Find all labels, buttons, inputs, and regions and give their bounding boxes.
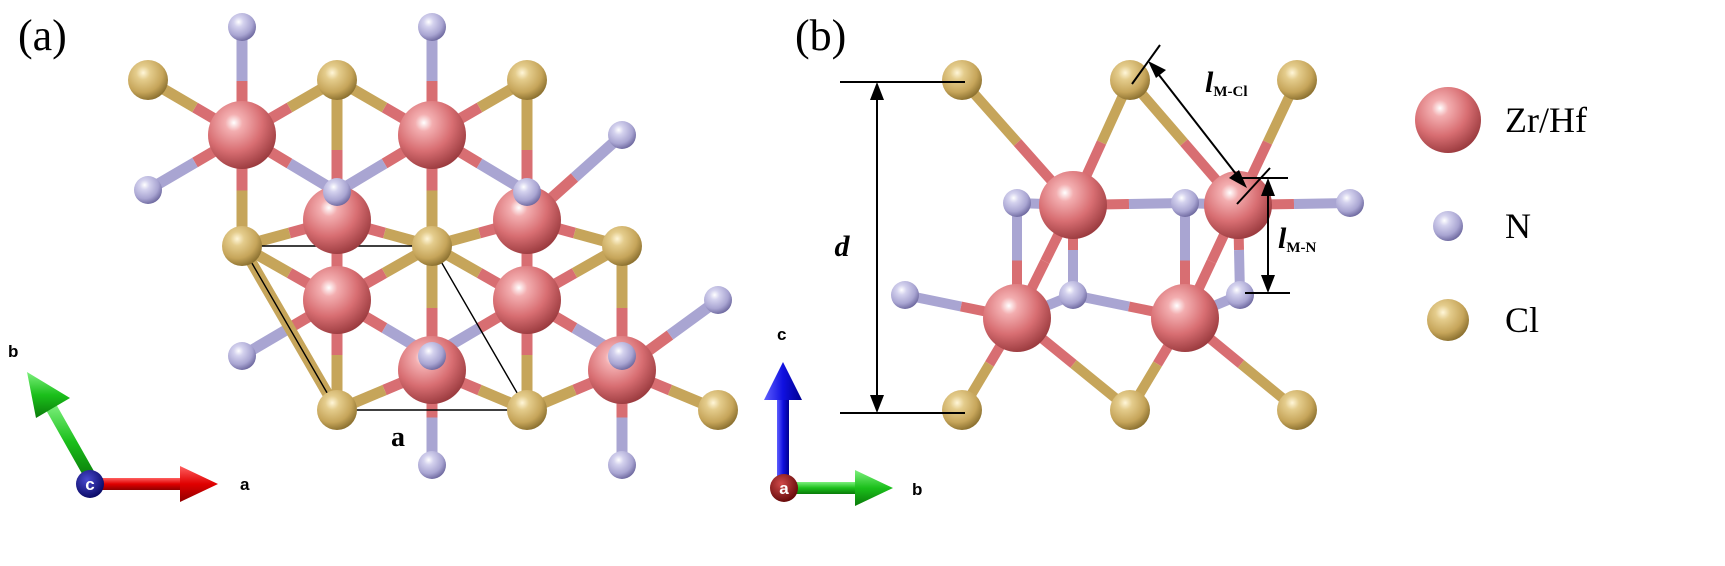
nitrogen-atom — [418, 13, 446, 41]
chlorine-atom — [222, 226, 262, 266]
bond-length-mn-label: lM-N — [1278, 222, 1316, 256]
chlorine-atom — [128, 60, 168, 100]
bond-length-mcl-label: lM-Cl — [1205, 66, 1248, 100]
legend-swatch-chlorine — [1427, 299, 1469, 341]
chlorine-atom — [1110, 60, 1150, 100]
thickness-label: d — [835, 230, 851, 263]
chlorine-atom — [1277, 60, 1317, 100]
legend: Zr/Hf N Cl — [1415, 87, 1587, 341]
legend-swatch-nitrogen — [1433, 211, 1463, 241]
legend-label-metal: Zr/Hf — [1505, 100, 1587, 140]
nitrogen-atom — [323, 178, 351, 206]
metal-atom — [303, 186, 371, 254]
metal-atom — [1204, 171, 1272, 239]
nitrogen-atom — [1003, 189, 1031, 217]
nitrogen-atom — [608, 342, 636, 370]
metal-atom — [1151, 284, 1219, 352]
axis-label-a-center: a — [779, 479, 789, 498]
axis-label-a: a — [240, 475, 250, 494]
axis-label-b: b — [8, 342, 18, 361]
axis-label-b2: b — [912, 480, 922, 499]
nitrogen-atom — [608, 121, 636, 149]
chlorine-atom — [317, 60, 357, 100]
chlorine-atom — [942, 60, 982, 100]
chlorine-atom — [507, 60, 547, 100]
nitrogen-atom — [228, 342, 256, 370]
axis-label-c: c — [777, 325, 786, 344]
nitrogen-atom — [704, 286, 732, 314]
legend-item-metal: Zr/Hf — [1415, 87, 1587, 153]
legend-label-nitrogen: N — [1505, 206, 1531, 246]
panel-a-label: (a) — [18, 11, 67, 60]
chlorine-atom — [602, 226, 642, 266]
axes-triad-b: a c b — [764, 325, 922, 506]
metal-atom — [983, 284, 1051, 352]
chlorine-atom — [942, 390, 982, 430]
chlorine-atom — [698, 390, 738, 430]
nitrogen-atom — [513, 178, 541, 206]
legend-swatch-metal — [1415, 87, 1481, 153]
nitrogen-atom — [608, 451, 636, 479]
nitrogen-atom — [1226, 281, 1254, 309]
nitrogen-atom — [1059, 281, 1087, 309]
panel-a: (a) a c b a — [8, 11, 738, 502]
metal-atom — [398, 101, 466, 169]
metal-atom — [1039, 171, 1107, 239]
panel-b-atoms — [891, 60, 1364, 430]
metal-atom — [208, 101, 276, 169]
chlorine-atom — [507, 390, 547, 430]
axes-triad-a: c b a — [8, 342, 250, 502]
axis-arrow-c — [764, 362, 802, 488]
axis-label-c-center: c — [85, 475, 94, 494]
panel-b-label: (b) — [795, 11, 846, 60]
panel-b: (b) d lM-Cl — [764, 11, 1364, 506]
nitrogen-atom — [134, 176, 162, 204]
thickness-annotation — [840, 81, 965, 414]
metal-atom — [493, 186, 561, 254]
chlorine-atom — [317, 390, 357, 430]
nitrogen-atom — [891, 281, 919, 309]
lattice-vector-label: a — [391, 422, 405, 453]
bond-length-mn-annotation — [1238, 177, 1290, 294]
chlorine-atom — [1277, 390, 1317, 430]
metal-atom — [493, 266, 561, 334]
axis-origin-a — [770, 474, 798, 502]
axis-arrow-b2 — [790, 470, 893, 506]
axis-arrow-a — [92, 466, 218, 502]
chlorine-atom — [1110, 390, 1150, 430]
nitrogen-atom — [228, 13, 256, 41]
axis-arrow-b — [27, 372, 95, 479]
nitrogen-atom — [418, 451, 446, 479]
metal-atom — [303, 266, 371, 334]
nitrogen-atom — [418, 342, 446, 370]
legend-label-chlorine: Cl — [1505, 300, 1539, 340]
legend-item-chlorine: Cl — [1427, 299, 1539, 341]
axis-origin-c — [76, 470, 104, 498]
nitrogen-atom — [1171, 189, 1199, 217]
panel-a-atoms — [128, 13, 738, 479]
legend-item-nitrogen: N — [1433, 206, 1531, 246]
nitrogen-atom — [1336, 189, 1364, 217]
chlorine-atom — [412, 226, 452, 266]
